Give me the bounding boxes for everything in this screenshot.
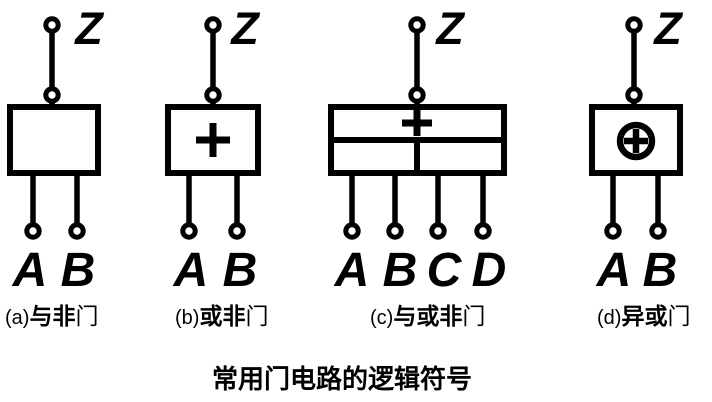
caption-index: (c): [370, 307, 394, 329]
gate-d-caption: (d)异或门: [597, 303, 691, 329]
caption-name: 与非: [29, 303, 76, 329]
caption-name-suffix: 门: [75, 303, 99, 329]
gate-a-caption: (a)与非门: [5, 303, 99, 329]
caption-index: (b): [175, 307, 200, 329]
output-label: Z: [652, 3, 683, 54]
output-terminal-node: [43, 16, 61, 34]
output-terminal-node: [625, 16, 643, 34]
input-label: D: [472, 244, 507, 297]
inversion-bubble: [204, 86, 222, 104]
input-terminal-node: [474, 222, 492, 240]
input-label: A: [173, 244, 209, 297]
output-terminal-node: [204, 16, 222, 34]
caption-name-suffix: 门: [245, 303, 269, 329]
output-terminal-node: [408, 16, 426, 34]
input-label: C: [427, 244, 463, 297]
input-label: B: [223, 244, 258, 297]
caption-index: (d): [597, 307, 622, 329]
gate-c-caption: (c)与或非门: [370, 303, 486, 329]
input-terminal-node: [429, 222, 447, 240]
input-label: B: [61, 244, 96, 297]
caption-name: 异或: [621, 303, 668, 329]
input-terminal-node: [180, 222, 198, 240]
caption-name: 或非: [199, 303, 246, 329]
figure-title: 常用门电路的逻辑符号: [212, 364, 473, 394]
inversion-bubble: [408, 86, 426, 104]
input-terminal-node: [649, 222, 667, 240]
input-label: B: [383, 244, 418, 297]
caption-name: 与或非: [393, 303, 463, 329]
inversion-bubble: [43, 86, 61, 104]
circled-plus-ring: [616, 121, 656, 161]
output-label: Z: [434, 3, 465, 54]
input-label: A: [334, 244, 370, 297]
input-terminal-node: [68, 222, 86, 240]
input-terminal-node: [24, 222, 42, 240]
gate-b-symbol: Z A B: [165, 3, 261, 297]
gate-b-caption: (b)或非门: [175, 303, 269, 329]
inversion-bubble: [625, 86, 643, 104]
input-label: A: [12, 244, 48, 297]
input-terminal-node: [386, 222, 404, 240]
output-label: Z: [73, 3, 104, 54]
caption-name-suffix: 门: [667, 303, 691, 329]
gate-d-symbol: Z A B: [589, 3, 683, 297]
plus-icon: [196, 123, 230, 157]
gate-box: [165, 104, 261, 176]
input-terminal-node: [228, 222, 246, 240]
input-label: A: [596, 244, 632, 297]
plus-icon: [402, 109, 432, 136]
input-terminal-node: [604, 222, 622, 240]
output-label: Z: [229, 3, 260, 54]
gate-c-symbol: Z A B C D: [328, 3, 507, 297]
gate-a-symbol: Z A B: [7, 3, 104, 297]
gate-box: [7, 104, 101, 176]
input-terminal-node: [343, 222, 361, 240]
input-label: B: [643, 244, 678, 297]
circled-plus-icon: [616, 121, 656, 161]
caption-name-suffix: 门: [462, 303, 486, 329]
caption-index: (a): [5, 307, 30, 329]
